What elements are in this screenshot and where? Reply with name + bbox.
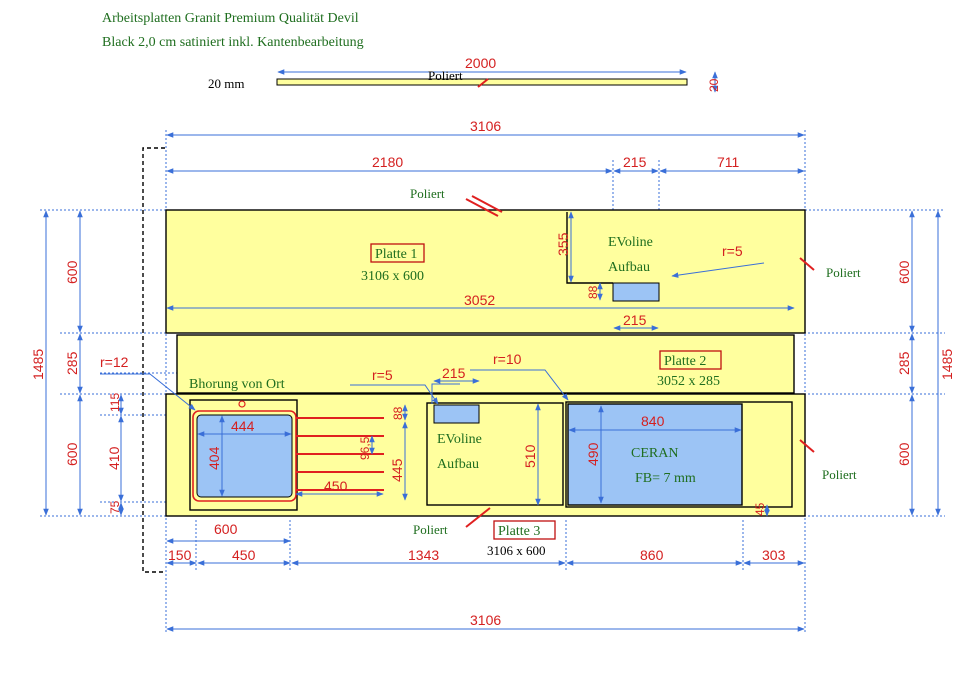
ceran-cutout [567,403,743,506]
plate3-name-box [493,520,556,540]
header-line-2: Black 2,0 cm satiniert inkl. Kantenbearb… [102,35,364,50]
radius-r5-top: r=5 [722,243,743,259]
dim-ceran-510: 510 [522,444,538,468]
dim-ceran-45: 45 [753,502,767,516]
dim-sink-depth: 404 [206,446,222,470]
plate1-name: Platte 1 [375,247,417,262]
dim-evo2-width: 215 [442,365,466,381]
thickness-poliert: Poliert [428,68,463,83]
evoline1-label-a: EVoline [608,235,653,250]
dim-bottom-150: 150 [168,547,192,563]
dim-left-285: 285 [64,351,80,375]
bohrung-label: Bhorung von Ort [189,377,285,392]
dim-ceran-width: 840 [641,413,665,429]
evoline1-label-b: Aufbau [608,260,650,275]
dim-right-600-top: 600 [896,260,912,284]
dim-cutout1-width: 215 [623,312,647,328]
dim-total-top: 3106 [470,118,501,134]
dim-bottom-450: 450 [232,547,256,563]
dim-left-600-top: 600 [64,260,80,284]
dim-left-600-bottom: 600 [64,442,80,466]
header-line-1: Arbeitsplatten Granit Premium Qualität D… [102,11,359,26]
plate2-size: 3052 x 285 [657,374,720,389]
thickness-height: 20 [707,78,721,92]
dim-bottom-1343: 1343 [408,547,439,563]
poliert-bottom-label: Poliert [413,522,448,537]
dim-total-height-left: 1485 [30,349,46,380]
thickness-length: 2000 [465,55,496,71]
evoline2-label-a: EVoline [437,432,482,447]
fb-label: FB= 7 mm [635,471,696,486]
dim-sink-width: 444 [231,418,255,434]
evoline2-label-b: Aufbau [437,457,479,472]
dim-drain-445: 445 [389,458,405,482]
evoline-cutout-2 [433,404,480,424]
plate3-size: 3106 x 600 [487,543,546,558]
plate1-size: 3106 x 600 [361,269,424,284]
dim-total-height-right: 1485 [939,349,955,380]
dim-ceran-depth: 490 [585,442,601,466]
plate1-name-box [370,243,425,263]
poliert-top-label: Poliert [410,186,445,201]
radius-r5-mid: r=5 [372,367,393,383]
dim-top-left: 2180 [372,154,403,170]
radius-r12: r=12 [100,354,129,370]
sink-cutout-outer [192,410,297,502]
dim-bottom-600: 600 [214,521,238,537]
thickness-label: 20 mm [208,76,244,91]
poliert-right-top-label: Poliert [826,265,861,280]
dim-top-mid: 215 [623,154,647,170]
dim-drain-88: 88 [391,406,405,420]
dim-cutout1-offset: 355 [555,232,571,256]
plate-1 [165,209,806,334]
dim-sink-410: 410 [106,446,122,470]
dim-right-600-bottom: 600 [896,442,912,466]
tap-hole-icon [238,400,246,408]
dim-sink-offset-top: 115 [108,393,122,412]
poliert-right-bottom-label: Poliert [822,467,857,482]
dim-drain-width: 450 [324,478,348,494]
radius-r10: r=10 [493,351,522,367]
ceran-label: CERAN [631,446,678,461]
dim-plate2-width: 3052 [464,292,495,308]
evoline-cutout-1 [612,282,660,302]
dim-bottom-303: 303 [762,547,786,563]
plate-2 [176,334,795,394]
dim-drain-96: 96,5 [358,436,372,460]
dim-sink-75: 75 [108,500,122,514]
plate2-name: Platte 2 [664,354,706,369]
dim-cutout1-height: 88 [586,285,600,299]
dim-top-right: 711 [717,154,740,170]
dim-total-bottom: 3106 [470,612,501,628]
dim-right-285: 285 [896,351,912,375]
plate3-name: Platte 3 [498,524,540,539]
plate2-name-box [659,350,722,370]
dim-bottom-860: 860 [640,547,664,563]
